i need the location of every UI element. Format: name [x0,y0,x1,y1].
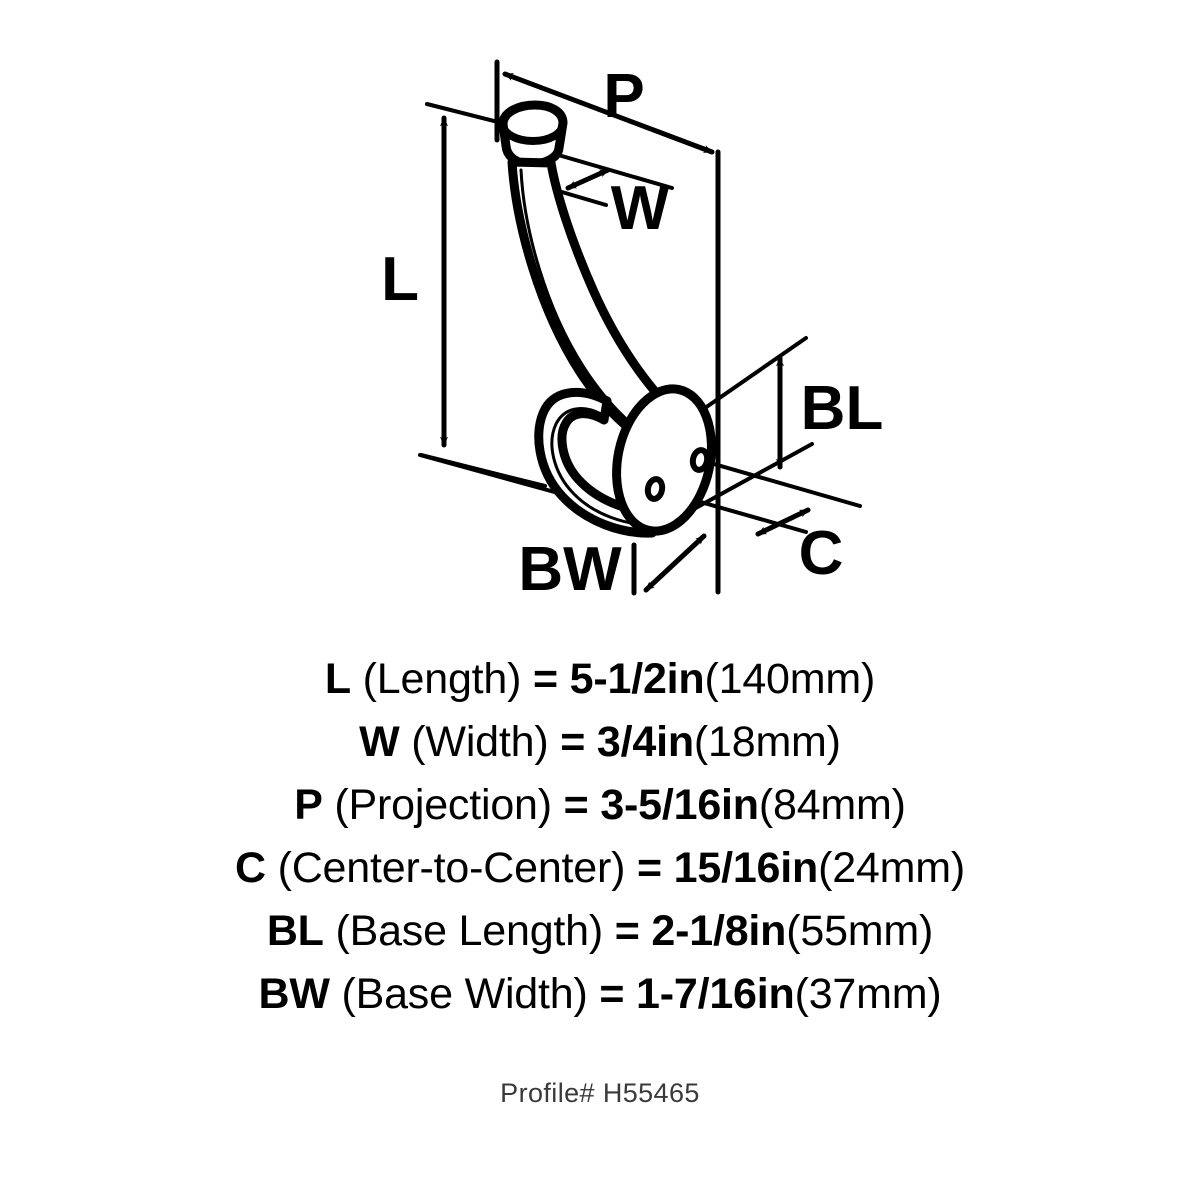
spec-equals-center-to-center: = [637,844,674,892]
spec-name-base-width: (Base Width) [329,970,600,1018]
spec-equals-length: = [533,655,570,703]
spec-metric-projection: (84mm) [758,781,906,829]
spec-equals-base-length: = [614,907,652,955]
spec-name-length: (Length) [350,655,533,703]
spec-name-base-length: (Base Length) [323,907,615,955]
spec-code-BW: BW [258,970,330,1018]
dimension-label-C: C [799,519,844,588]
spec-equals-width: = [560,718,597,766]
dimension-label-P: P [603,62,644,131]
spec-code-W: W [359,718,400,766]
spec-imperial-projection: 3-5/16in [600,781,759,829]
spec-imperial-base-length: 2-1/8in [651,907,787,955]
dimension-label-BL: BL [801,374,884,443]
spec-code-L: L [324,655,351,703]
spec-code-C: C [234,844,266,892]
spec-row-center-to-center: C (Center-to-Center) = 15/16in(24mm) [0,837,1200,900]
dimension-diagram: P W L BL C BW [381,59,884,604]
spec-metric-width: (18mm) [693,718,841,766]
spec-imperial-length: 5-1/2in [569,655,705,703]
spec-metric-center-to-center: (24mm) [818,844,966,892]
specification-list: L (Length) = 5-1/2in(140mm) W (Width) = … [0,648,1200,1026]
spec-row-base-length: BL (Base Length) = 2-1/8in(55mm) [0,900,1200,963]
spec-imperial-width: 3/4in [596,718,694,766]
spec-equals-projection: = [563,781,601,829]
spec-imperial-center-to-center: 15/16in [673,844,819,892]
c-dimension-arrow [755,507,811,537]
p-dimension-arrow [502,71,715,155]
bw-dimension-arrow [643,533,707,593]
w-dimension-arrow [565,167,611,191]
spec-name-width: (Width) [399,718,561,766]
spec-row-base-width: BW (Base Width) = 1-7/16in(37mm) [0,963,1200,1026]
spec-row-projection: P (Projection) = 3-5/16in(84mm) [0,774,1200,837]
spec-metric-base-length: (55mm) [786,907,934,955]
spec-metric-length: (140mm) [704,655,876,703]
spec-code-BL: BL [266,907,324,955]
dimension-label-BW: BW [518,535,622,604]
dimension-label-W: W [611,174,670,243]
spec-imperial-base-width: 1-7/16in [636,970,795,1018]
spec-name-center-to-center: (Center-to-Center) [265,844,637,892]
c-upper-hole-extension-line [698,458,862,508]
spec-code-P: P [294,781,323,829]
dimension-label-L: L [381,245,419,314]
hook-lower-arm-inner-line [550,407,654,527]
spec-equals-base-width: = [599,970,637,1018]
hook-base-plate-icon [612,384,716,536]
spec-row-width: W (Width) = 3/4in(18mm) [0,711,1200,774]
screw-hole-icon-lower [644,476,666,502]
hook-knob-top-rim-icon [499,119,567,145]
profile-number-label: Profile# H55465 [500,1078,700,1108]
bl-top-extension-line [703,336,808,410]
spec-row-length: L (Length) = 5-1/2in(140mm) [0,648,1200,711]
spec-name-projection: (Projection) [322,781,564,829]
spec-metric-base-width: (37mm) [794,970,942,1018]
screw-hole-icon-upper [689,447,711,473]
